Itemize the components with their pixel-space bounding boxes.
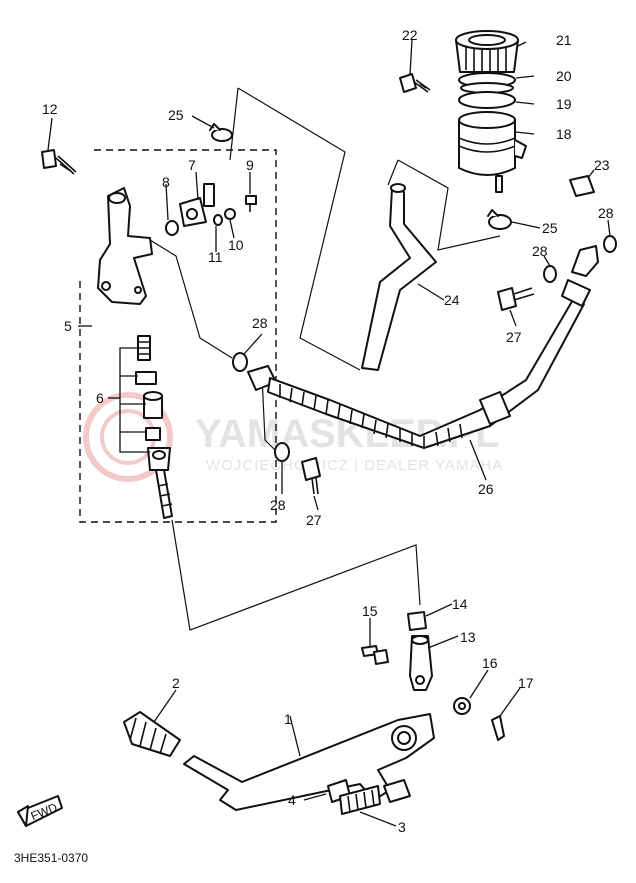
master-cylinder — [97, 187, 153, 305]
copper-washer-28c — [543, 265, 557, 283]
nut-14 — [407, 611, 427, 631]
callout-25-lower: 25 — [542, 220, 558, 236]
callout-9: 9 — [246, 157, 254, 173]
callout-20: 20 — [556, 68, 572, 84]
union-bolt-27b — [497, 287, 535, 311]
callout-15: 15 — [362, 603, 378, 619]
callout-19: 19 — [556, 96, 572, 112]
diaphragm — [458, 91, 516, 109]
callout-8: 8 — [162, 174, 170, 190]
forward-direction-icon: FWD — [17, 795, 63, 827]
watermark-subtitle: WOJCIECHOWICZ | DEALER YAMAHA — [206, 457, 503, 474]
brake-hose — [247, 245, 599, 449]
o-ring-8 — [165, 220, 179, 236]
callout-10: 10 — [228, 237, 244, 253]
drawing-code: 3HE351-0370 — [14, 851, 88, 865]
callout-17: 17 — [518, 675, 534, 691]
hose-clamp-lower — [487, 209, 512, 230]
brake-pedal — [183, 713, 435, 811]
callout-21: 21 — [556, 32, 572, 48]
callout-28-lower: 28 — [270, 497, 286, 513]
callout-24: 24 — [444, 292, 460, 308]
cotter-pin-17 — [491, 715, 505, 741]
clevis-13 — [409, 635, 433, 691]
callout-26: 26 — [478, 481, 494, 497]
fwd-label: FWD — [29, 800, 60, 823]
callout-23: 23 — [594, 157, 610, 173]
copper-washer-28b — [274, 442, 290, 462]
callout-27-left: 27 — [306, 512, 322, 528]
washer-11 — [213, 214, 223, 226]
brake-pedal-rubber — [123, 711, 181, 757]
pin-15 — [361, 645, 389, 665]
callout-25-upper: 25 — [168, 107, 184, 123]
hose-joint-7 — [179, 183, 215, 227]
callout-5: 5 — [64, 318, 72, 334]
bolt-12 — [41, 149, 77, 175]
callout-7: 7 — [188, 157, 196, 173]
callout-leader-lines — [47, 39, 611, 827]
callout-3: 3 — [398, 819, 406, 835]
callout-18: 18 — [556, 126, 572, 142]
reservoir-hose — [361, 187, 437, 371]
callout-6: 6 — [96, 390, 104, 406]
callout-2: 2 — [172, 675, 180, 691]
watermark-logo-icon — [83, 392, 173, 482]
union-bolt-27a — [301, 457, 321, 495]
hose-clamp-upper — [209, 123, 233, 142]
callout-1: 1 — [284, 711, 292, 727]
reservoir-tank — [458, 111, 527, 193]
callout-27-right: 27 — [506, 329, 522, 345]
callout-28-mid-right: 28 — [532, 243, 548, 259]
callout-28-center: 28 — [252, 315, 268, 331]
callout-12: 12 — [42, 101, 58, 117]
copper-washer-28d — [603, 235, 617, 253]
assembly-guide-lines — [149, 87, 501, 631]
callout-14: 14 — [452, 596, 468, 612]
callout-22: 22 — [402, 27, 418, 43]
piston-kit — [135, 335, 173, 519]
master-cylinder-assembly-box — [79, 149, 277, 523]
screw-9 — [245, 195, 257, 212]
bracket-23 — [569, 175, 595, 197]
callout-16: 16 — [482, 655, 498, 671]
screw-22 — [399, 73, 431, 93]
spring-hook-3 — [383, 779, 411, 803]
callout-4: 4 — [288, 792, 296, 808]
callout-11: 11 — [208, 249, 223, 265]
callout-numbers: 1 2 3 4 5 6 7 8 9 10 11 12 13 14 15 16 1… — [42, 27, 614, 835]
return-spring-4 — [327, 779, 381, 815]
copper-washer-28a — [232, 352, 248, 372]
washer-10 — [224, 208, 236, 220]
reservoir-cap — [455, 30, 519, 73]
callout-13: 13 — [460, 629, 476, 645]
callout-28-far-right: 28 — [598, 205, 614, 221]
